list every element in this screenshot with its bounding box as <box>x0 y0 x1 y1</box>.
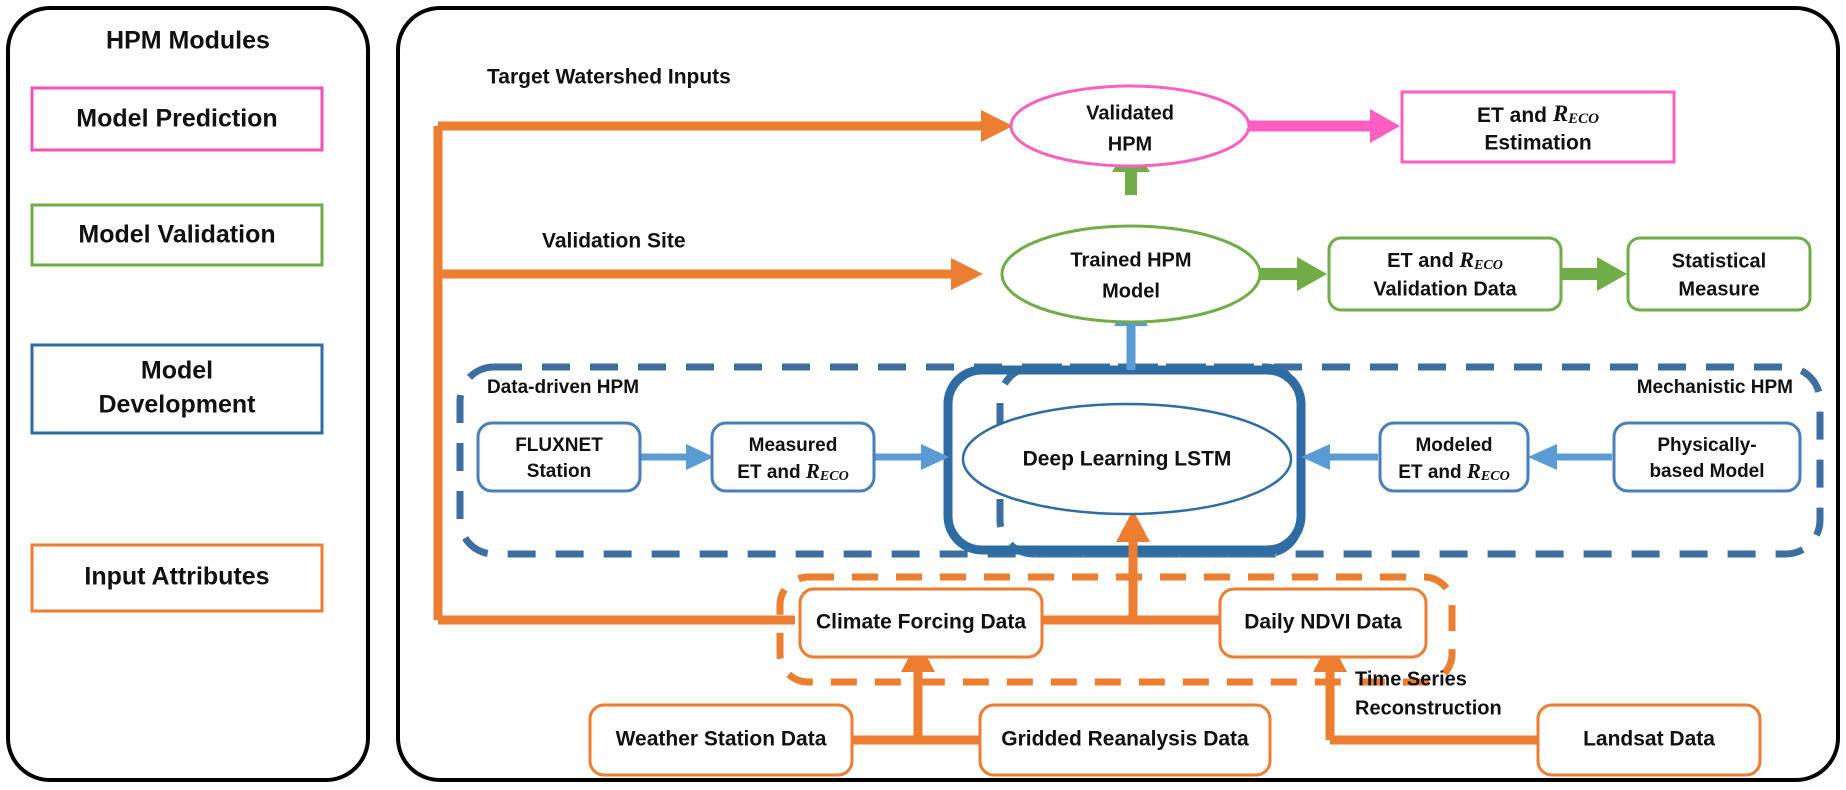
node-landsat-data[interactable] <box>1536 703 1762 777</box>
annotation-time-series-line2: Reconstruction <box>1355 697 1502 719</box>
node-daily-ndvi-data-label: Daily NDVI Data <box>1244 611 1402 634</box>
node-et-reco-validation-data-line2: Validation Data <box>1373 278 1517 300</box>
node-gridded-reanalysis-data-label: Gridded Reanalysis Data <box>1001 728 1249 751</box>
node-et-reco-estimation[interactable] <box>1400 90 1676 164</box>
node-daily-ndvi-data[interactable] <box>1218 587 1428 659</box>
node-physically-based-model[interactable] <box>1612 421 1802 493</box>
node-landsat-data-label: Landsat Data <box>1583 728 1715 751</box>
legend-item-input-attributes-label: Input Attributes <box>84 563 269 591</box>
node-physically-based-model-line2: based Model <box>1649 461 1764 482</box>
node-trained-hpm-model-line1: Trained HPM <box>1070 249 1191 271</box>
arrowhead-blue-lstm-right <box>1301 444 1330 470</box>
legend-item-model-validation[interactable] <box>30 203 324 267</box>
node-statistical-measure[interactable] <box>1626 236 1812 312</box>
node-deep-learning-lstm-label: Deep Learning LSTM <box>1023 448 1232 471</box>
node-statistical-measure-line1: Statistical <box>1672 250 1766 272</box>
legend-item-model-development-label-line1: Model <box>141 357 213 385</box>
legend-panel-title: HPM Modules <box>106 27 270 55</box>
group-lstm-container <box>943 365 1306 555</box>
node-validated-hpm-line2: HPM <box>1108 133 1152 155</box>
arrowhead-pink-estimation <box>1370 109 1400 143</box>
arrowhead-blue-measured <box>686 444 714 470</box>
annotation-time-series-line1: Time Series <box>1355 668 1467 690</box>
node-measured-et-reco[interactable] <box>710 421 876 493</box>
legend-item-model-validation-label: Model Validation <box>78 221 275 249</box>
node-modeled-et-reco[interactable] <box>1378 421 1530 493</box>
arrowhead-orange-lstm <box>1116 510 1150 542</box>
node-modeled-et-reco-line2: ET and RECO <box>1398 459 1509 484</box>
arrowhead-blue-lstm-left <box>921 444 949 470</box>
node-measured-et-reco-line1: Measured <box>749 435 838 456</box>
group-data-driven-hpm-label: Data-driven HPM <box>487 377 639 398</box>
arrowhead-blue-modeled <box>1528 444 1557 470</box>
node-deep-learning-lstm[interactable] <box>961 402 1293 516</box>
node-modeled-et-reco-line1: Modeled <box>1415 435 1492 456</box>
node-et-reco-estimation-line1: ET and RECO <box>1477 101 1599 127</box>
legend-item-model-development[interactable] <box>30 343 324 435</box>
node-validated-hpm[interactable] <box>1009 84 1251 168</box>
group-input-attributes <box>776 573 1456 686</box>
node-validated-hpm-line1: Validated <box>1086 102 1174 124</box>
node-et-reco-estimation-line2: Estimation <box>1484 132 1591 155</box>
legend-item-input-attributes[interactable] <box>30 543 324 613</box>
arrowhead-green-validation-data <box>1297 257 1327 291</box>
node-weather-station-data-label: Weather Station Data <box>616 728 827 751</box>
arrowhead-green-statistical <box>1597 257 1627 291</box>
node-fluxnet-station-line1: FLUXNET <box>515 435 603 456</box>
node-fluxnet-station[interactable] <box>476 421 642 493</box>
node-trained-hpm-model[interactable] <box>1000 224 1262 324</box>
arrowhead-orange-trained-hpm <box>951 258 983 290</box>
flow-panel-border <box>396 6 1840 782</box>
node-statistical-measure-line2: Measure <box>1678 278 1759 300</box>
node-et-reco-validation-data-line1: ET and RECO <box>1387 247 1503 273</box>
node-climate-forcing-data[interactable] <box>798 587 1044 659</box>
group-mechanistic-hpm-label: Mechanistic HPM <box>1637 377 1793 398</box>
node-gridded-reanalysis-data[interactable] <box>978 703 1272 777</box>
node-fluxnet-station-line2: Station <box>527 461 591 482</box>
legend-item-model-prediction[interactable] <box>30 86 324 152</box>
legend-item-model-prediction-label: Model Prediction <box>76 105 277 133</box>
node-climate-forcing-data-label: Climate Forcing Data <box>816 611 1026 634</box>
node-weather-station-data[interactable] <box>588 703 854 777</box>
legend-item-model-development-label-line2: Development <box>99 391 257 419</box>
node-physically-based-model-line1: Physically- <box>1657 435 1756 456</box>
node-measured-et-reco-line2: ET and RECO <box>737 459 848 484</box>
node-trained-hpm-model-line2: Model <box>1102 280 1160 302</box>
node-et-reco-validation-data[interactable] <box>1327 236 1563 312</box>
arrowhead-orange-validated-hpm <box>981 110 1013 142</box>
annotation-target-watershed-inputs: Target Watershed Inputs <box>487 66 731 89</box>
annotation-validation-site: Validation Site <box>542 230 686 253</box>
